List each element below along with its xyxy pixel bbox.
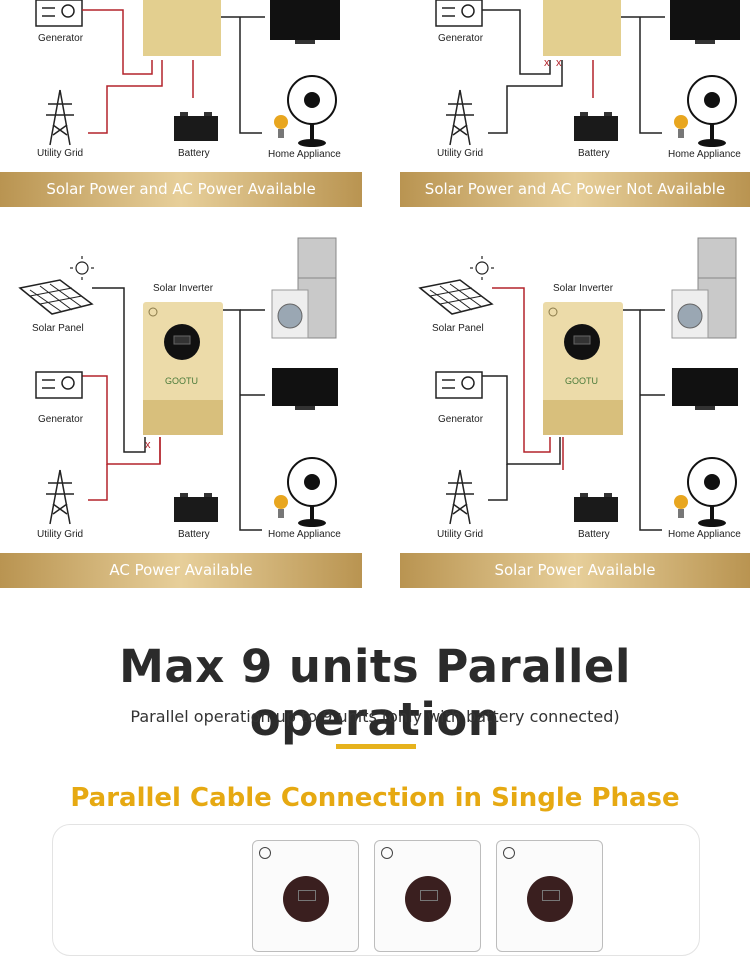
page-subtitle: Parallel operation up to 9 units (only w… (130, 707, 620, 726)
sun-icon (470, 256, 494, 280)
panel-banner: Solar Power and AC Power Not Available (400, 172, 750, 207)
generator-icon (35, 0, 83, 27)
washer-icon (671, 289, 709, 339)
label-utility-grid: Utility Grid (37, 148, 84, 159)
utility-grid-icon (446, 469, 474, 525)
display-dial-icon (527, 876, 573, 922)
fan-icon (287, 75, 337, 147)
wiring-diagram: GOOTU x (18, 237, 338, 531)
bulb-icon (274, 115, 288, 138)
label-utility-grid: Utility Grid (437, 529, 484, 540)
solar-panel-icon (418, 279, 494, 315)
inverter-icon (143, 302, 223, 435)
panel-solar-available: GOOTU (400, 230, 750, 588)
tv-icon (670, 0, 740, 40)
utility-grid-icon (46, 469, 74, 525)
inverter-unit (496, 840, 603, 952)
label-home-appliance: Home Appliance (268, 529, 341, 540)
panel-banner: Solar Power and AC Power Available (0, 172, 362, 207)
fan-icon (287, 457, 337, 527)
section-heading: Parallel Cable Connection in Single Phas… (70, 783, 680, 813)
sun-icon (70, 256, 94, 280)
fan-icon (687, 457, 737, 527)
generator-icon (435, 371, 483, 399)
battery-icon (574, 497, 618, 522)
inverter-unit (374, 840, 481, 952)
battery-icon (174, 497, 218, 522)
inverter-unit (252, 840, 359, 952)
label-solar-inverter: Solar Inverter (153, 283, 214, 294)
washer-icon (271, 289, 309, 339)
battery-icon (574, 116, 618, 141)
generator-icon (435, 0, 483, 27)
label-home-appliance: Home Appliance (668, 529, 741, 540)
inverter-icon (543, 302, 623, 435)
wiring-diagram (35, 0, 340, 147)
label-solar-panel: Solar Panel (32, 323, 84, 334)
battery-icon (174, 116, 218, 141)
bulb-icon (674, 495, 688, 518)
fan-icon (687, 75, 737, 147)
label-battery: Battery (178, 148, 210, 159)
brand-logo-icon (259, 847, 271, 859)
utility-grid-icon (46, 89, 74, 146)
label-generator: Generator (38, 414, 84, 425)
tv-icon (672, 368, 738, 406)
bulb-icon (674, 115, 688, 138)
panel-solar-ac-not-available: x x Generator Utility Grid Battery Home … (400, 0, 750, 207)
cut-mark: x (544, 57, 550, 69)
tv-icon (272, 368, 338, 406)
label-battery: Battery (578, 148, 610, 159)
panel-solar-ac-available: Generator Utility Grid Battery Home Appl… (0, 0, 362, 207)
label-utility-grid: Utility Grid (437, 148, 484, 159)
panel-banner: AC Power Available (0, 553, 362, 588)
tv-icon (270, 0, 340, 40)
label-generator: Generator (438, 33, 484, 44)
brand-text: GOOTU (565, 376, 598, 386)
label-generator: Generator (438, 414, 484, 425)
brand-logo-icon (381, 847, 393, 859)
label-home-appliance: Home Appliance (268, 149, 341, 160)
label-utility-grid: Utility Grid (37, 529, 84, 540)
panel-ac-available: GOOTU x (0, 230, 362, 588)
brand-text: GOOTU (165, 376, 198, 386)
bulb-icon (274, 495, 288, 518)
wiring-diagram: x x (435, 0, 740, 147)
label-battery: Battery (578, 529, 610, 540)
label-battery: Battery (178, 529, 210, 540)
fridge-icon (297, 237, 337, 339)
cut-mark: x (556, 57, 562, 69)
wiring-diagram: GOOTU (418, 237, 738, 531)
cut-mark: x (145, 439, 151, 451)
label-home-appliance: Home Appliance (668, 149, 741, 160)
generator-icon (35, 371, 83, 399)
page-title: Max 9 units Parallel operation (119, 640, 631, 746)
display-dial-icon (283, 876, 329, 922)
inverter-icon (543, 0, 621, 56)
accent-bar (336, 744, 416, 749)
solar-panel-icon (18, 279, 94, 315)
label-solar-panel: Solar Panel (432, 323, 484, 334)
panel-banner: Solar Power Available (400, 553, 750, 588)
display-dial-icon (405, 876, 451, 922)
utility-grid-icon (446, 89, 474, 146)
label-solar-inverter: Solar Inverter (553, 283, 614, 294)
brand-logo-icon (503, 847, 515, 859)
inverter-icon (143, 0, 221, 56)
label-generator: Generator (38, 33, 84, 44)
